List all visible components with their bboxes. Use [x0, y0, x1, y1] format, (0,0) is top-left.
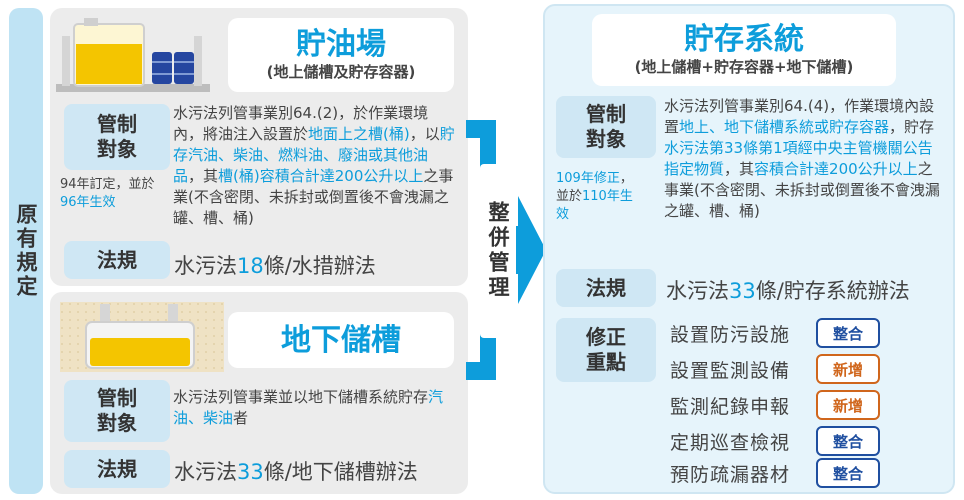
storage-system-title: 貯存系統: [684, 22, 804, 57]
oil-regulation-text: 法規: [97, 247, 137, 272]
storage-regulation-label: 法規: [556, 269, 656, 307]
integrate-badge: 整合: [816, 318, 880, 348]
focus-item-text: 設置監測設備: [670, 359, 791, 382]
new-badge: 新增: [816, 390, 880, 420]
focus-item-text: 設置防污設施: [670, 323, 791, 346]
oil-storage-subtitle: (地上儲槽及貯存容器): [266, 63, 416, 81]
revision-focus-label: 修正重點: [556, 318, 656, 382]
oil-control-target-label: 管制對象: [64, 104, 170, 170]
merge-management-label: 整併管理: [480, 164, 516, 338]
oil-effective-note: 94年訂定，並於96年生效: [60, 177, 155, 210]
focus-item: 監測紀錄申報 新增: [670, 390, 890, 420]
new-badge: 新增: [816, 354, 880, 384]
oil-control-target-text: 管制對象: [97, 112, 137, 161]
storage-control-target-label: 管制對象: [556, 96, 656, 158]
integrate-badge: 整合: [816, 426, 880, 456]
underground-control-target-label: 管制對象: [64, 380, 170, 442]
underground-regulation-text: 法規: [97, 456, 137, 481]
oil-storage-title: 貯油場: [296, 27, 386, 62]
storage-control-description: 水污法列管事業別64.(4)，作業環境內設置地上、地下儲槽系統或貯存容器，貯存水…: [664, 97, 940, 220]
underground-tank-header: 地下儲槽: [228, 312, 454, 368]
underground-tank-title: 地下儲槽: [281, 322, 401, 358]
revision-focus-text: 修正重點: [586, 325, 626, 374]
oil-storage-header: 貯油場 (地上儲槽及貯存容器): [228, 18, 454, 92]
storage-effective-note: 109年修正，並於110年生效: [556, 171, 633, 222]
storage-regulation-value: 水污法33條/貯存系統辦法: [666, 279, 910, 303]
focus-item: 預防疏漏器材 整合: [670, 458, 890, 488]
storage-control-target-text: 管制對象: [586, 102, 626, 151]
original-rules-strip: 原有規定: [9, 8, 43, 494]
storage-system-header: 貯存系統 (地上儲槽+貯存容器+地下儲槽): [592, 14, 896, 86]
storage-regulation-text: 法規: [586, 275, 626, 300]
oil-regulation-label: 法規: [64, 241, 170, 279]
focus-item-text: 監測紀錄申報: [670, 395, 791, 418]
oil-regulation-value: 水污法18條/水措辦法: [174, 254, 376, 278]
underground-tank-illustration: [60, 302, 224, 372]
oil-tank-illustration: [56, 18, 210, 92]
underground-regulation-value: 水污法33條/地下儲槽辦法: [174, 460, 418, 484]
underground-control-description: 水污法列管事業並以地下儲槽系統貯存汽油、柴油者: [173, 388, 444, 427]
focus-item: 定期巡查檢視 整合: [670, 426, 890, 456]
underground-control-target-text: 管制對象: [97, 386, 137, 435]
underground-regulation-label: 法規: [64, 450, 170, 488]
integrate-badge: 整合: [816, 458, 880, 488]
focus-item: 設置防污設施 整合: [670, 318, 890, 348]
focus-item-text: 定期巡查檢視: [670, 431, 791, 454]
storage-system-subtitle: (地上儲槽+貯存容器+地下儲槽): [634, 58, 854, 76]
original-rules-label: 原有規定: [14, 203, 38, 299]
focus-item-text: 預防疏漏器材: [670, 463, 791, 486]
oil-control-description: 水污法列管事業別64.(2)，於作業環境內，將油注入設置於地面上之槽(桶)，以貯…: [173, 104, 455, 227]
focus-item: 設置監測設備 新增: [670, 354, 890, 384]
